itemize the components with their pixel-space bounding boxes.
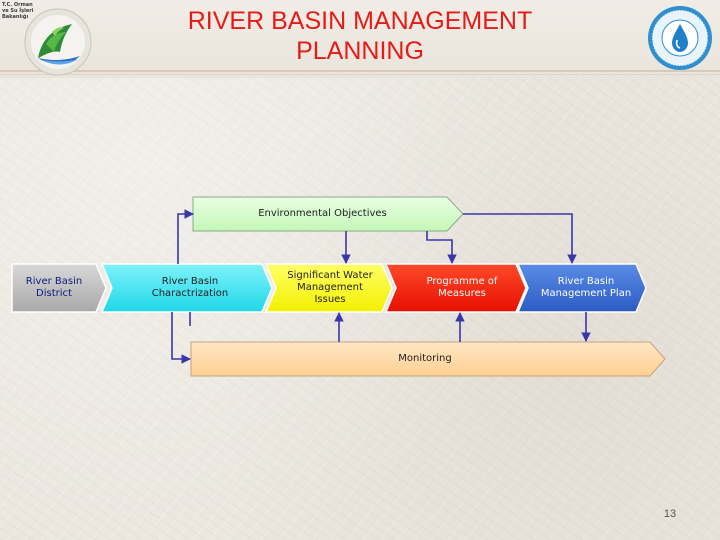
step-characterization-shape [100, 263, 273, 313]
ministry-logo [24, 8, 92, 76]
connector-objectives-to-plan [463, 213, 577, 264]
slide-title: RIVER BASIN MANAGEMENT PLANNING [150, 6, 570, 66]
header-band [0, 0, 720, 78]
step-plan-label: River Basin Management Plan [540, 276, 632, 299]
header-divider [0, 70, 720, 72]
step-issues-label: Significant Water Management Issues [287, 270, 373, 305]
step-plan-shape [516, 263, 647, 313]
ministry-logo-text: T.C. Orman ve Su İşleri Bakanlığı [2, 2, 34, 20]
page-number: 13 [663, 508, 677, 520]
step-district-shape [11, 263, 107, 313]
step-measures-shape [384, 263, 527, 313]
connector-objectives-to-measures [426, 231, 457, 264]
step-issues-shape [264, 263, 393, 313]
connector-characterization-to-objectives [177, 209, 194, 264]
title-line-2: PLANNING [296, 37, 424, 65]
connector-characterization-monitoring-loop [171, 312, 191, 364]
step-characterization-label: River Basin Charactrization [151, 276, 229, 299]
environmental-objectives-label: Environmental Objectives [258, 208, 387, 219]
environmental-objectives-bar [192, 196, 464, 232]
step-measures-label: Programme of Measures [426, 276, 498, 299]
step-district-label: River Basin District [25, 276, 83, 299]
monitoring-bar [190, 341, 666, 377]
title-line-1: RIVER BASIN MANAGEMENT [187, 7, 533, 35]
header-divider-thin [0, 74, 720, 75]
monitoring-label: Monitoring [398, 353, 452, 364]
water-directorate-logo [648, 6, 712, 70]
